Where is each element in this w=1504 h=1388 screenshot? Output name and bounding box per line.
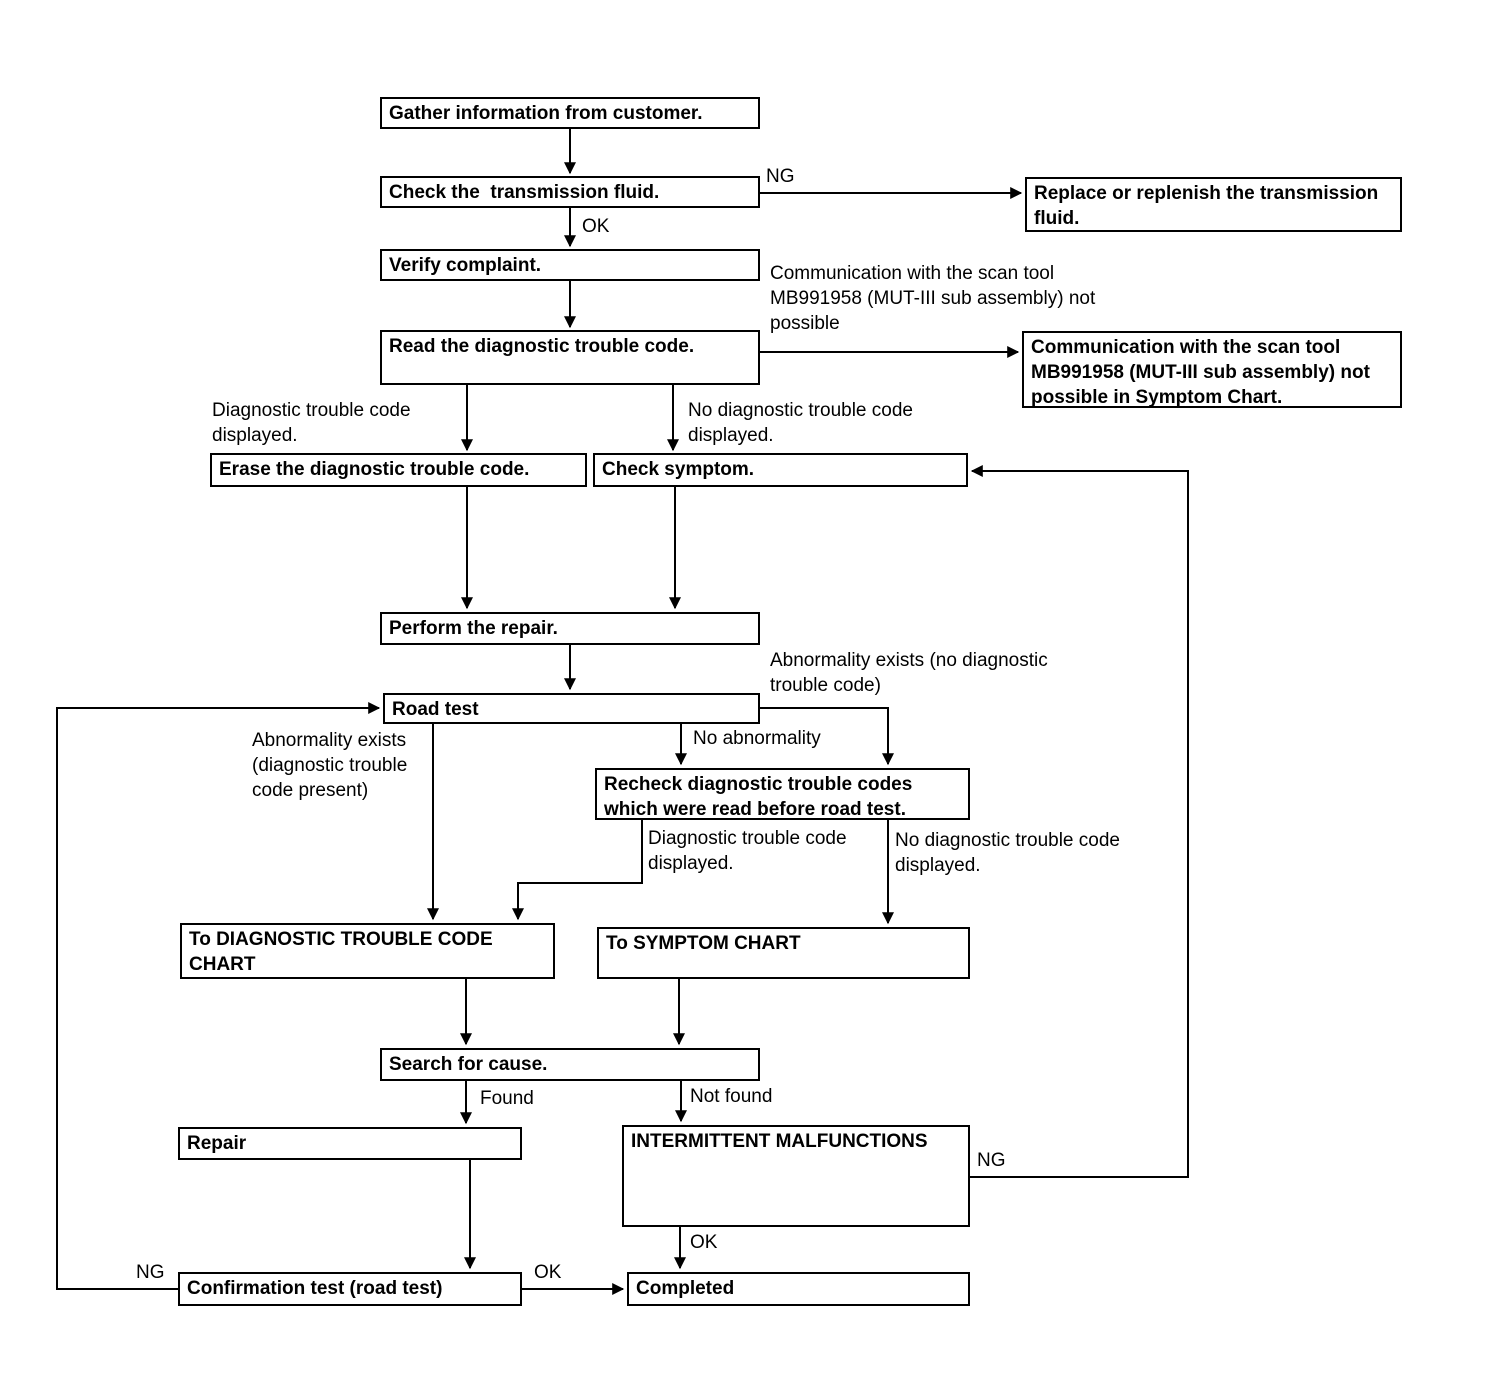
edge-label-not-found: Not found (690, 1086, 773, 1107)
edge-label-dtc-displayed-2: Diagnostic trouble code displayed. (648, 828, 852, 874)
edge-label-abnormality-no-dtc: Abnormality exists (no diagnostic troubl… (770, 650, 1054, 696)
edge-label-no-dtc-displayed-2: No diagnostic trouble code displayed. (895, 830, 1126, 876)
edge-label-no-dtc-displayed: No diagnostic trouble code displayed. (688, 400, 919, 446)
node-check-symptom: Check symptom. (593, 453, 968, 487)
edge-label-ng-fluid: NG (766, 166, 795, 187)
edge-label-no-abnormality: No abnormality (693, 728, 821, 749)
edge-label-ng-confirmation: NG (136, 1262, 165, 1283)
node-completed: Completed (627, 1272, 970, 1306)
node-gather-information: Gather information from customer. (380, 97, 760, 129)
connector-recheck-to-dtcchart (512, 820, 643, 921)
node-search-for-cause: Search for cause. (380, 1048, 760, 1081)
edge-label-communication-note: Communication with the scan tool MB99195… (770, 263, 1101, 334)
node-repair: Repair (178, 1127, 522, 1160)
edge-label-abnormality-dtc-present: Abnormality exists (diagnostic trouble c… (252, 730, 413, 801)
node-road-test: Road test (383, 693, 760, 724)
node-communication-not-possible: Communication with the scan tool MB99195… (1022, 331, 1402, 408)
node-intermittent-malfunctions: INTERMITTENT MALFUNCTIONS (622, 1125, 970, 1227)
edge-label-ng-intermittent: NG (977, 1150, 1006, 1171)
edge-label-dtc-displayed: Diagnostic trouble code displayed. (212, 400, 416, 446)
node-to-symptom-chart: To SYMPTOM CHART (597, 927, 970, 979)
node-replace-replenish-fluid: Replace or replenish the transmission fl… (1025, 177, 1402, 232)
connector-intermittent-to-checksymptom-ng-loop (970, 465, 1189, 1178)
edge-label-ok-confirmation: OK (534, 1262, 562, 1283)
connector-confirmation-to-roadtest-ng-loop (56, 702, 381, 1290)
edge-label-ok-fluid: OK (582, 216, 610, 237)
node-read-diagnostic-trouble-code: Read the diagnostic trouble code. (380, 330, 760, 385)
node-perform-repair: Perform the repair. (380, 612, 760, 645)
node-verify-complaint: Verify complaint. (380, 249, 760, 281)
node-erase-diagnostic-trouble-code: Erase the diagnostic trouble code. (210, 453, 587, 487)
node-check-transmission-fluid: Check the transmission fluid. (380, 176, 760, 208)
node-recheck-dtc-before-road-test: Recheck diagnostic trouble codes which w… (595, 768, 970, 820)
node-confirmation-test: Confirmation test (road test) (178, 1272, 522, 1306)
connector-roadtest-to-recheck-abnormal-nodtc (760, 707, 894, 766)
edge-label-ok-intermittent: OK (690, 1232, 718, 1253)
node-to-diagnostic-trouble-code-chart: To DIAGNOSTIC TROUBLE CODE CHART (180, 923, 555, 979)
edge-label-found: Found (480, 1088, 534, 1109)
